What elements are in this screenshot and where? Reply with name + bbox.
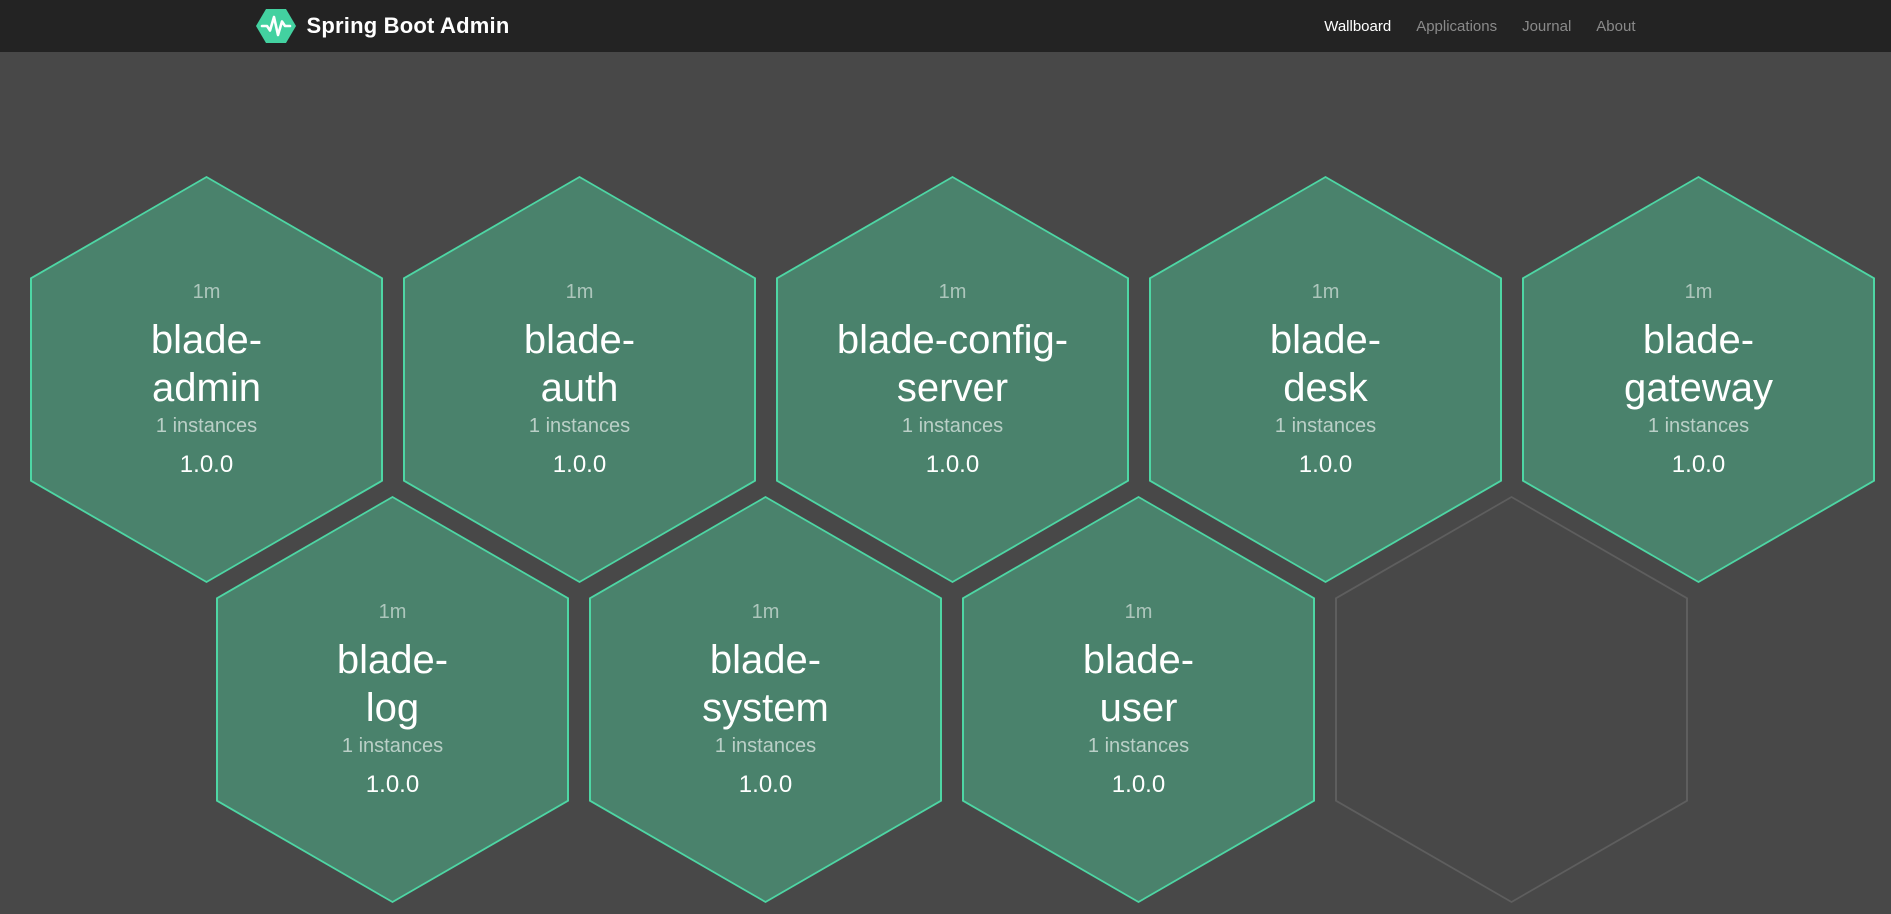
app-version: 1.0.0 — [179, 450, 234, 478]
app-hexagon-content: 1m blade-admin 1 instances 1.0.0 — [32, 178, 381, 581]
navbar-container: Spring Boot Admin Wallboard Applications… — [255, 0, 1636, 52]
app-name: blade-system — [702, 636, 829, 732]
app-name-line-1: blade- — [523, 317, 636, 362]
nav-item-journal[interactable]: Journal — [1522, 17, 1572, 35]
app-name: blade-gateway — [1624, 316, 1773, 412]
app-uptime: 1m — [1311, 280, 1340, 303]
app-instances: 1 instances — [1274, 414, 1377, 437]
app-name-line-2: user — [1099, 685, 1178, 730]
app-hexagon-blade-config-server[interactable]: 1m blade-config-server 1 instances 1.0.0 — [776, 176, 1129, 583]
app-hexagon-content: 1m blade-desk 1 instances 1.0.0 — [1151, 178, 1500, 581]
app-uptime: 1m — [565, 280, 594, 303]
app-hexagon-content: 1m blade-gateway 1 instances 1.0.0 — [1524, 178, 1873, 581]
app-instances: 1 instances — [1087, 734, 1190, 757]
app-name-line-1: blade- — [1642, 317, 1755, 362]
app-name: blade-desk — [1270, 316, 1381, 412]
brand[interactable]: Spring Boot Admin — [255, 9, 510, 43]
app-instances: 1 instances — [528, 414, 631, 437]
app-hexagon-content: 1m blade-config-server 1 instances 1.0.0 — [778, 178, 1127, 581]
app-name: blade-admin — [151, 316, 262, 412]
spring-boot-admin-logo-icon — [255, 9, 296, 43]
app-hexagon-blade-user[interactable]: 1m blade-user 1 instances 1.0.0 — [962, 496, 1315, 903]
app-uptime: 1m — [938, 280, 967, 303]
app-instances: 1 instances — [341, 734, 444, 757]
app-version: 1.0.0 — [1671, 450, 1726, 478]
app-version: 1.0.0 — [365, 770, 420, 798]
app-name: blade-user — [1083, 636, 1194, 732]
app-version: 1.0.0 — [1111, 770, 1166, 798]
app-name-line-2: admin — [152, 365, 261, 410]
app-hexagon-blade-admin[interactable]: 1m blade-admin 1 instances 1.0.0 — [30, 176, 383, 583]
app-name-line-2: gateway — [1624, 365, 1773, 410]
app-name-line-2: log — [365, 685, 420, 730]
app-version: 1.0.0 — [1298, 450, 1353, 478]
app-hexagon-blade-auth[interactable]: 1m blade-auth 1 instances 1.0.0 — [403, 176, 756, 583]
app-version: 1.0.0 — [552, 450, 607, 478]
app-uptime: 1m — [751, 600, 780, 623]
app-uptime: 1m — [192, 280, 221, 303]
app-uptime: 1m — [1124, 600, 1153, 623]
app-hexagon-blade-system[interactable]: 1m blade-system 1 instances 1.0.0 — [589, 496, 942, 903]
app-instances: 1 instances — [901, 414, 1004, 437]
nav-item-wallboard[interactable]: Wallboard — [1324, 17, 1392, 35]
app-name: blade-config-server — [837, 316, 1068, 412]
app-name-line-2: desk — [1283, 365, 1368, 410]
app-name-line-2: server — [896, 365, 1009, 410]
app-name: blade-log — [337, 636, 448, 732]
app-uptime: 1m — [378, 600, 407, 623]
top-navbar: Spring Boot Admin Wallboard Applications… — [0, 0, 1891, 52]
app-hexagon-blade-gateway[interactable]: 1m blade-gateway 1 instances 1.0.0 — [1522, 176, 1875, 583]
app-hexagon-blade-desk[interactable]: 1m blade-desk 1 instances 1.0.0 — [1149, 176, 1502, 583]
app-version: 1.0.0 — [925, 450, 980, 478]
app-name-line-1: blade- — [1082, 637, 1195, 682]
app-name-line-2: system — [702, 685, 829, 730]
app-hexagon-blade-log[interactable]: 1m blade-log 1 instances 1.0.0 — [216, 496, 569, 903]
nav-item-applications[interactable]: Applications — [1416, 17, 1498, 35]
nav-item-about[interactable]: About — [1596, 17, 1636, 35]
empty-hexagon-cell — [1335, 496, 1688, 903]
wallboard: 1m blade-admin 1 instances 1.0.0 1m blad… — [0, 52, 1891, 914]
app-name-line-1: blade- — [1269, 317, 1382, 362]
app-name: blade-auth — [524, 316, 635, 412]
app-instances: 1 instances — [155, 414, 258, 437]
app-instances: 1 instances — [714, 734, 817, 757]
app-name-line-1: blade- — [709, 637, 822, 682]
app-name-line-1: blade-config- — [836, 317, 1069, 362]
app-hexagon-content: 1m blade-system 1 instances 1.0.0 — [591, 498, 940, 901]
app-name-line-2: auth — [540, 365, 619, 410]
main-nav: Wallboard Applications Journal About — [1324, 18, 1635, 35]
app-uptime: 1m — [1684, 280, 1713, 303]
app-hexagon-content: 1m blade-user 1 instances 1.0.0 — [964, 498, 1313, 901]
empty-hexagon-content — [1337, 498, 1686, 901]
app-title: Spring Boot Admin — [306, 13, 510, 38]
app-hexagon-content: 1m blade-auth 1 instances 1.0.0 — [405, 178, 754, 581]
app-name-line-1: blade- — [336, 637, 449, 682]
app-hexagon-content: 1m blade-log 1 instances 1.0.0 — [218, 498, 567, 901]
app-name-line-1: blade- — [150, 317, 263, 362]
app-instances: 1 instances — [1647, 414, 1750, 437]
app-version: 1.0.0 — [738, 770, 793, 798]
